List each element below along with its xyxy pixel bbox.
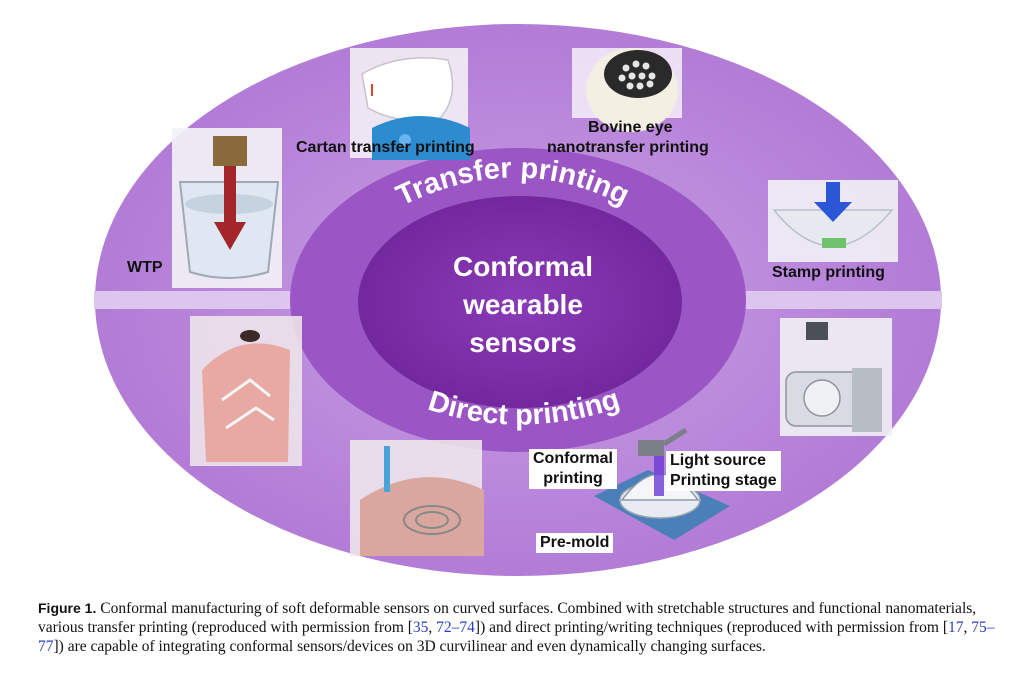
- center-title-line3: sensors: [469, 327, 577, 358]
- hand-sensor-image: [190, 316, 302, 466]
- direct-writing-image: [350, 440, 484, 556]
- label-cartan-transfer: Cartan transfer printing: [296, 139, 475, 156]
- stamp-printing-image: [768, 180, 898, 262]
- bovine-eye-image: [572, 48, 682, 132]
- citation-link[interactable]: 17: [947, 619, 964, 636]
- caption-text-1: Conformal manufacturing of soft deformab…: [38, 600, 977, 636]
- label-conformal-line2: printing: [543, 470, 603, 487]
- label-conformal-line1: Conformal: [533, 450, 613, 467]
- center-ellipse: [358, 196, 682, 408]
- figure-graphic: Transfer printing Direct printing: [94, 24, 942, 576]
- center-title-line2: wearable: [463, 289, 583, 320]
- wtp-beaker-image: [172, 128, 282, 288]
- citation-link[interactable]: 35: [412, 619, 429, 636]
- figure-caption: Figure 1. Conformal manufacturing of sof…: [38, 599, 998, 656]
- label-bovine-eye-line2: nanotransfer printing: [547, 139, 709, 156]
- caption-sep-1: ,: [428, 619, 437, 636]
- center-title-line1: Conformal: [453, 251, 593, 282]
- citation-link[interactable]: 72–74: [436, 619, 475, 636]
- label-pre-mold: Pre-mold: [536, 533, 614, 553]
- citation-link[interactable]: 75–77: [38, 619, 995, 655]
- label-conformal-printing: Conformal printing: [529, 449, 617, 489]
- caption-label: Figure 1.: [38, 600, 97, 616]
- caption-text-3: ]) are capable of integrating conformal …: [53, 638, 766, 655]
- printer-machine-image: [780, 318, 892, 436]
- label-printing-stage: Printing stage: [670, 472, 777, 489]
- label-stamp-printing: Stamp printing: [772, 264, 885, 281]
- caption-sep-2: ,: [963, 619, 972, 636]
- label-light-source-stage: Light source Printing stage: [666, 451, 781, 491]
- conformal-printing-image: [594, 427, 730, 540]
- center-title: Conformal wearable sensors: [400, 248, 646, 362]
- cartan-transfer-image: [350, 48, 470, 160]
- figure-panel: Transfer printing Direct printing: [94, 24, 942, 576]
- caption-text-2: ]) and direct printing/writing technique…: [474, 619, 948, 636]
- label-light-source: Light source: [670, 452, 767, 469]
- label-bovine-eye-line1: Bovine eye: [588, 119, 673, 136]
- label-wtp: WTP: [127, 259, 163, 276]
